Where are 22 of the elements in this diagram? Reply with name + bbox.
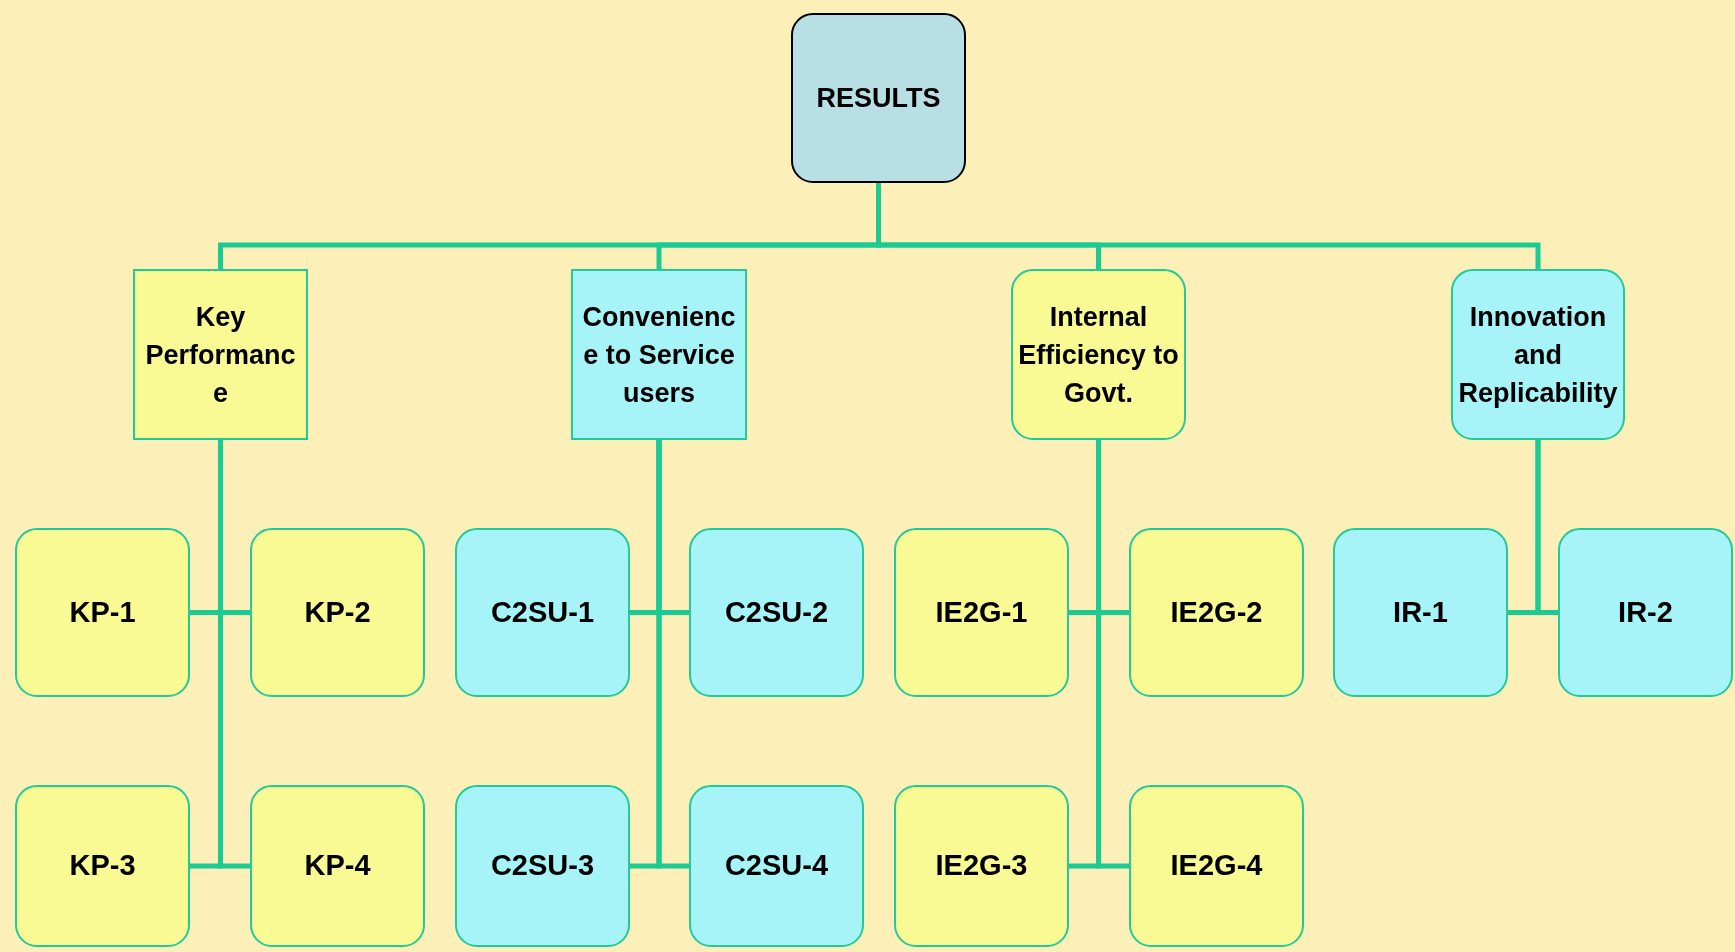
leaf-box: IR-1	[1333, 528, 1508, 697]
leaf-box: C2SU-2	[689, 528, 864, 697]
leaf-box: IR-2	[1558, 528, 1733, 697]
leaf-box: IE2G-4	[1129, 785, 1304, 947]
category-box: Key Performance	[133, 269, 308, 440]
leaf-box: IE2G-3	[894, 785, 1069, 947]
connector-line	[1535, 440, 1558, 615]
leaf-box: KP-3	[15, 785, 190, 947]
leaf-box: C2SU-1	[455, 528, 630, 697]
leaf-box: KP-4	[250, 785, 425, 947]
leaf-box: KP-1	[15, 528, 190, 697]
connector-line	[656, 440, 689, 869]
leaf-box: C2SU-4	[689, 785, 864, 947]
leaf-box: C2SU-3	[455, 785, 630, 947]
category-box: Internal Efficiency to Govt.	[1011, 269, 1186, 440]
connector-line	[218, 440, 250, 869]
category-box: Convenience to Service users	[571, 269, 747, 440]
leaf-box: IE2G-1	[894, 528, 1069, 697]
root-box: RESULTS	[791, 13, 966, 183]
category-box: Innovation and Replicability	[1451, 269, 1625, 440]
leaf-box: IE2G-2	[1129, 528, 1304, 697]
leaf-box: KP-2	[250, 528, 425, 697]
